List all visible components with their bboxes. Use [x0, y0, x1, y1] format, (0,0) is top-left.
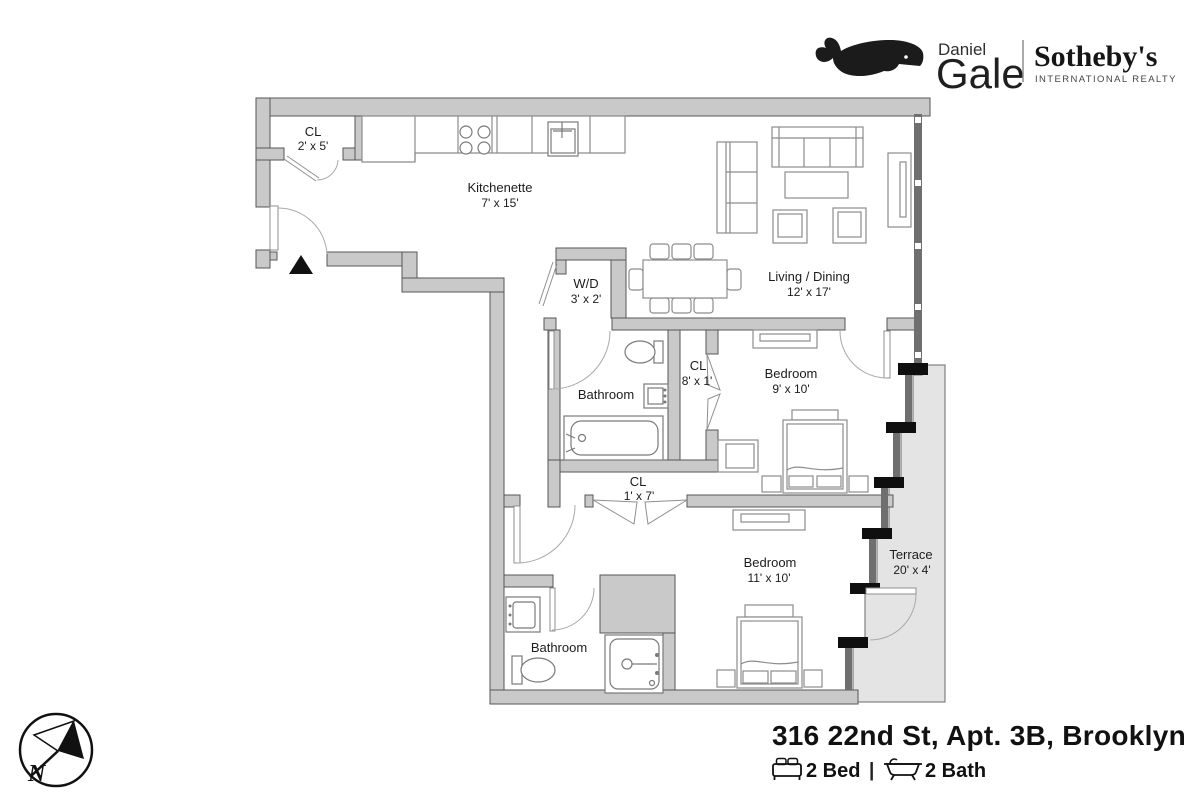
armchair-right: [832, 207, 867, 244]
terrace-door: [865, 587, 917, 641]
brand-sothebys-subtitle: INTERNATIONAL REALTY: [1035, 74, 1177, 85]
room-labels: CL 2' x 5' Kitchenette 7' x 15' Living /…: [298, 124, 933, 655]
footer-separator: |: [869, 760, 874, 781]
north-compass: N: [18, 712, 94, 788]
brand-gale: Gale: [936, 50, 1025, 97]
bathroom2-door: [549, 587, 595, 632]
washer-dryer-door: [538, 261, 558, 307]
room-dims-hall-closet: 8' x 1': [682, 374, 713, 388]
room-label-bedroom-1: Bedroom: [765, 366, 818, 381]
terrace-glass-wall: [838, 363, 928, 690]
room-label-hall-closet: CL: [690, 358, 707, 373]
room-label-living-dining: Living / Dining: [768, 269, 850, 284]
room-dims-kitchenette: 7' x 15': [481, 196, 518, 210]
address-title: 316 22nd St, Apt. 3B, Brooklyn: [772, 720, 1186, 751]
armchair-left: [772, 209, 808, 244]
stove-icon: [459, 125, 491, 155]
whale-eye: [904, 55, 908, 59]
room-dims-entry-closet: 2' x 5': [298, 139, 329, 153]
chair-bed1: [717, 439, 759, 473]
toilet-icon-bath1: [624, 340, 664, 364]
sink-icon-bath2: [505, 596, 541, 633]
brand-sothebys: Sotheby's: [1034, 40, 1157, 73]
room-label-bathroom-2: Bathroom: [531, 640, 587, 655]
corridor-closet-bifold-doors: [592, 499, 688, 525]
shower-icon-bath2: [604, 634, 664, 694]
dresser-bed1: [752, 329, 818, 349]
coffee-table: [784, 171, 849, 199]
entry-door: [269, 205, 328, 255]
bathroom1-door: [548, 330, 611, 390]
bathtub-icon: [884, 758, 922, 781]
dresser-bed2: [732, 509, 806, 531]
dining-set: [628, 243, 742, 314]
entry-marker-triangle: [289, 255, 313, 274]
room-dims-corridor-closet: 1' x 7': [624, 489, 655, 503]
compass-filled-triangle: [58, 721, 84, 759]
bed-bedroom1: [761, 409, 869, 494]
room-dims-bedroom-1: 9' x 10': [772, 382, 809, 396]
room-label-bathroom-1: Bathroom: [578, 387, 634, 402]
kitchen-sink-icon: [547, 121, 579, 157]
sofa-left: [716, 141, 758, 234]
kitchen-counter: [361, 115, 626, 163]
toilet-icon-bath2: [511, 655, 556, 685]
room-dims-living-dining: 12' x 17': [787, 285, 831, 299]
entry-closet-door: [283, 155, 339, 182]
sofa-top: [771, 126, 864, 168]
compass-needle: [29, 750, 59, 778]
brand-logo: Daniel Gale Sotheby's INTERNATIONAL REAL…: [815, 37, 1177, 97]
sink-icon-bath1: [643, 383, 669, 409]
brand-daniel: Daniel: [938, 40, 986, 59]
bed-icon: [772, 757, 802, 780]
hall-door: [513, 504, 576, 564]
window-wall: [914, 114, 922, 365]
whale-logo-icon: [815, 37, 924, 77]
room-dims-terrace: 20' x 4': [893, 563, 930, 577]
bed-count: 2 Bed: [806, 760, 860, 782]
bedroom1-door: [839, 330, 891, 379]
room-label-kitchenette: Kitchenette: [467, 180, 532, 195]
room-label-terrace: Terrace: [889, 547, 932, 562]
hall-closet-bifold-doors: [706, 353, 721, 431]
footer: 316 22nd St, Apt. 3B, Brooklyn 2 Bed | 2…: [772, 720, 1186, 782]
bath-count: 2 Bath: [925, 760, 986, 782]
room-label-entry-closet: CL: [305, 124, 322, 139]
room-dims-washer-dryer: 3' x 2': [571, 292, 602, 306]
compass-north-label: N: [27, 761, 47, 787]
room-label-bedroom-2: Bedroom: [744, 555, 797, 570]
tv-console: [887, 152, 912, 228]
bathtub-icon-bath1: [563, 415, 664, 461]
room-label-washer-dryer: W/D: [573, 276, 598, 291]
room-label-corridor-closet: CL: [630, 474, 647, 489]
bed-bedroom2: [716, 604, 823, 689]
room-dims-bedroom-2: 11' x 10': [747, 571, 790, 585]
